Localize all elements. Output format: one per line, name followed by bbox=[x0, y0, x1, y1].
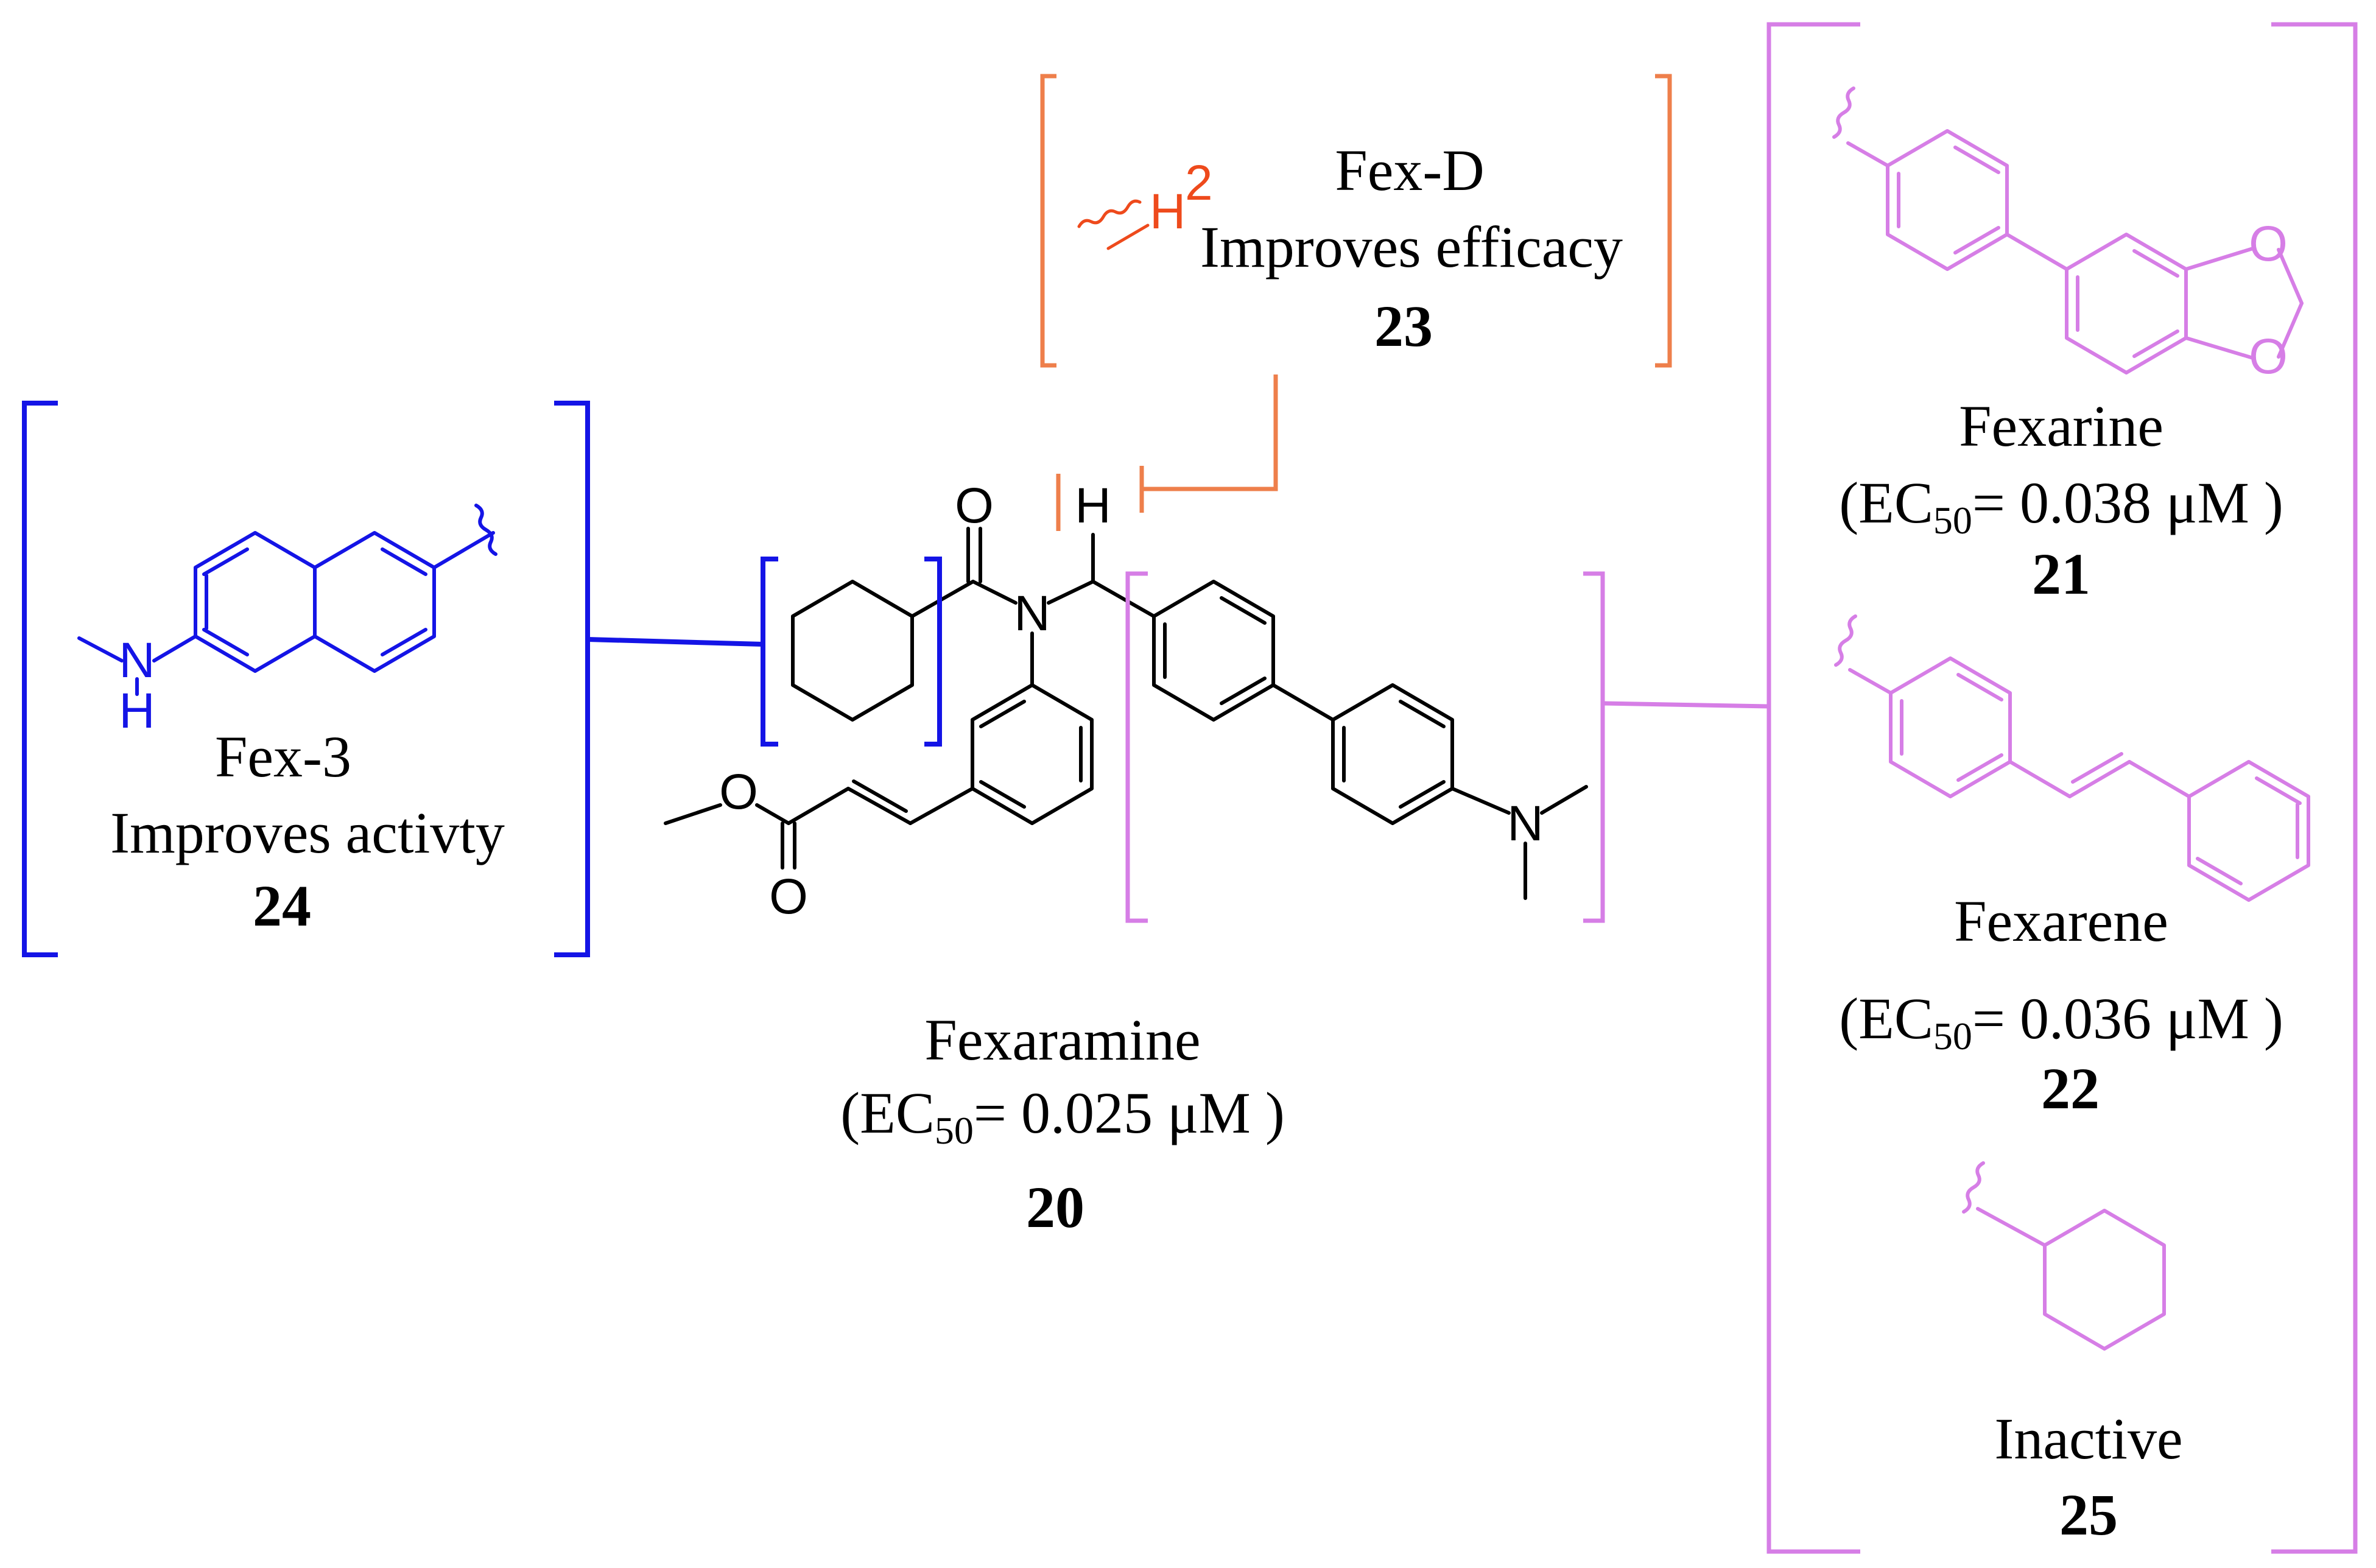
biaryl-connector-line bbox=[1602, 701, 1770, 709]
fexaramine-ec50: (EC50= 0.025 μM ) bbox=[840, 1080, 1285, 1152]
fex3-hydrogen-label: H bbox=[119, 683, 155, 739]
fexarine-oxygen-top-label: O bbox=[2249, 216, 2288, 272]
fexd-number: 23 bbox=[1374, 294, 1433, 359]
fexaramine-number: 20 bbox=[1026, 1175, 1084, 1240]
fexaramine-name: Fexaramine bbox=[924, 1007, 1200, 1072]
fex3-modification: N H Fex-3 Improves activty 24 bbox=[22, 401, 942, 957]
cyclohexyl-bracket-right bbox=[924, 557, 942, 747]
biphenyl-bracket-left bbox=[1125, 571, 1148, 923]
ester-oxygen-label: O bbox=[719, 764, 758, 820]
fex3-name: Fex-3 bbox=[215, 724, 351, 789]
biphenyl-bracket-right bbox=[1583, 571, 1605, 923]
fexd-connector-line bbox=[1142, 374, 1278, 491]
inactive-number: 25 bbox=[2059, 1482, 2118, 1547]
amide-nitrogen-label: N bbox=[1014, 586, 1050, 641]
fexd-note: Improves efficacy bbox=[1200, 214, 1623, 279]
fexd-hydrogen-label: H bbox=[1150, 184, 1186, 239]
dimethylamino-nitrogen-label: N bbox=[1507, 796, 1543, 851]
fex3-number: 24 bbox=[253, 873, 311, 938]
fexd-modification: H 2 Fex-D Improves efficacy 23 bbox=[1040, 74, 1672, 531]
fexarine-oxygen-bottom-label: O bbox=[2249, 329, 2288, 384]
fexd-bracket-right bbox=[1655, 74, 1672, 368]
methine-hydrogen-label: H bbox=[1075, 478, 1111, 533]
biaryl-bracket-right bbox=[2271, 22, 2358, 1554]
ester-carbonyl-oxygen-label: O bbox=[769, 869, 808, 924]
fexarene-ec50: (EC50= 0.036 μM ) bbox=[1839, 986, 2283, 1058]
biaryl-bracket-left bbox=[1766, 22, 1860, 1554]
fexarene-number: 22 bbox=[2041, 1056, 2100, 1121]
fex3-note: Improves activty bbox=[110, 800, 505, 865]
deuterium-fragment: H 2 bbox=[1077, 155, 1213, 250]
cyclohexyl-structure bbox=[1962, 1161, 2166, 1351]
inactive-name: Inactive bbox=[1994, 1406, 2182, 1471]
fexarene-name: Fexarene bbox=[1954, 888, 2168, 954]
fex3-bracket-left bbox=[22, 401, 58, 957]
fex3-connector-line bbox=[587, 637, 764, 647]
fexarine-ec50: (EC50= 0.038 μM ) bbox=[1839, 470, 2283, 542]
fexd-name: Fex-D bbox=[1335, 138, 1484, 203]
fexarine-name: Fexarine bbox=[1959, 393, 2163, 459]
fexarene-structure bbox=[1834, 614, 2310, 902]
fex3-bracket-right bbox=[554, 401, 590, 957]
fexaramine-structure: O N H O O N bbox=[664, 478, 1588, 924]
fexd-superscript: 2 bbox=[1185, 155, 1213, 211]
biaryl-modifications: O O Fexarine (EC50= 0.038 μM ) 21 Fexare… bbox=[1125, 22, 2358, 1554]
fexd-bracket-left bbox=[1040, 74, 1056, 368]
fex3-nitrogen-label: N bbox=[119, 633, 155, 688]
cyclohexyl-bracket-left bbox=[761, 557, 778, 747]
methylaminonaphthyl-structure: N H bbox=[77, 504, 497, 739]
fexaramine-caption: Fexaramine (EC50= 0.025 μM ) 20 bbox=[840, 1007, 1285, 1240]
carbonyl-oxygen-label: O bbox=[955, 478, 994, 533]
fexarine-structure: O O bbox=[1832, 86, 2304, 384]
fexarine-number: 21 bbox=[2032, 541, 2090, 606]
